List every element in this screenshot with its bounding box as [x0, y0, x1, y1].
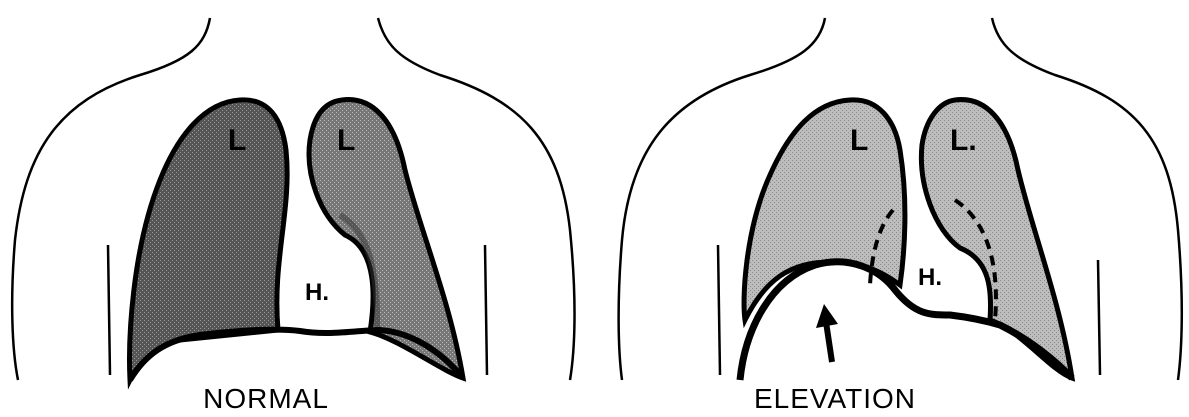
lung-right-elevation [921, 100, 1072, 378]
heart-label-normal: H. [305, 279, 329, 306]
lung-label-left-normal: L [228, 124, 246, 157]
arm-line-left-elevation [718, 245, 720, 375]
panel-elevation: L L. H. [619, 18, 1182, 380]
up-arrow-icon [816, 304, 838, 362]
diaphragm-normal [130, 330, 463, 380]
lung-left-elevation [744, 100, 905, 320]
lung-label-right-normal: L [337, 124, 355, 157]
lung-label-right-elevation: L. [950, 124, 977, 157]
heart-label-elevation: H. [918, 264, 942, 291]
arm-line-left-normal [108, 245, 110, 375]
caption-elevation: ELEVATION [685, 383, 985, 415]
lung-left-normal [130, 100, 288, 380]
arm-line-right-normal [485, 245, 487, 375]
lung-label-left-elevation: L [850, 124, 868, 157]
panel-normal: L L H. [12, 18, 574, 380]
caption-normal: NORMAL [116, 383, 416, 415]
lung-right-normal [309, 100, 463, 378]
arm-line-right-elevation [1098, 260, 1100, 375]
